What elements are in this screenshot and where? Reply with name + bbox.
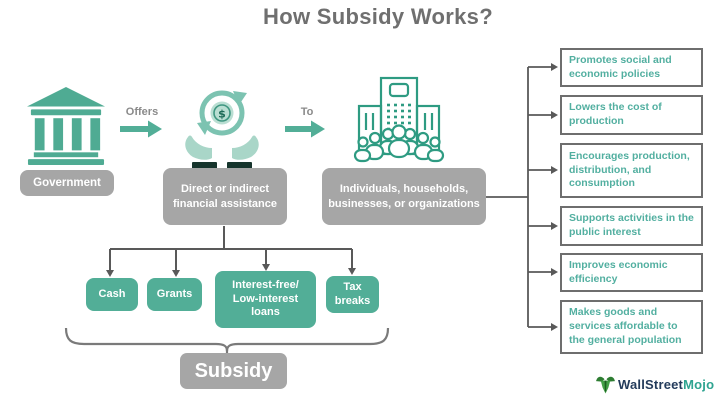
subsidy-type-grants: Grants: [147, 278, 202, 311]
subsidy-type-loans: Interest-free/ Low-interest loans: [215, 271, 316, 328]
subsidy-box: Subsidy: [180, 353, 287, 389]
assistance-box: Direct or indirect financial assistance: [163, 168, 287, 225]
bull-icon: [596, 376, 615, 394]
svg-text:$: $: [218, 108, 226, 121]
benefits-arrowheads: [551, 63, 558, 331]
subsidy-types-tree: [109, 226, 353, 270]
organization-crowd-icon: [353, 76, 445, 163]
benefit-box-2: Lowers the cost of production: [560, 95, 703, 135]
benefits-connector: [486, 66, 551, 328]
recipients-box: Individuals, households, businesses, or …: [322, 168, 486, 225]
to-label: To: [300, 106, 314, 118]
benefit-box-4: Supports activities in the public intere…: [560, 206, 703, 246]
bank-building-icon: [27, 87, 105, 165]
hands-money-cycle-icon: $: [185, 90, 259, 171]
government-box: Government: [20, 170, 114, 196]
brand-text: WallStreetMojo: [618, 377, 714, 392]
offers-arrow-icon: [120, 120, 162, 138]
tree-arrowheads: [106, 264, 356, 277]
offers-label: Offers: [125, 106, 159, 118]
brand-primary: WallStreet: [618, 376, 684, 392]
benefit-box-6: Makes goods and services affordable to t…: [560, 300, 703, 354]
subsidy-brace: [64, 327, 390, 355]
benefit-box-3: Encourages production, distribution, and…: [560, 143, 703, 198]
brand-secondary: Mojo: [683, 376, 715, 392]
benefit-box-5: Improves economic efficiency: [560, 253, 703, 292]
subsidy-type-cash: Cash: [86, 278, 138, 311]
subsidy-type-tax-breaks: Tax breaks: [326, 276, 379, 313]
page-title: How Subsidy Works?: [263, 4, 493, 29]
to-arrow-icon: [285, 120, 325, 138]
wallstreetmojo-logo: WallStreetMojo: [596, 373, 714, 395]
benefit-box-1: Promotes social and economic policies: [560, 48, 703, 87]
